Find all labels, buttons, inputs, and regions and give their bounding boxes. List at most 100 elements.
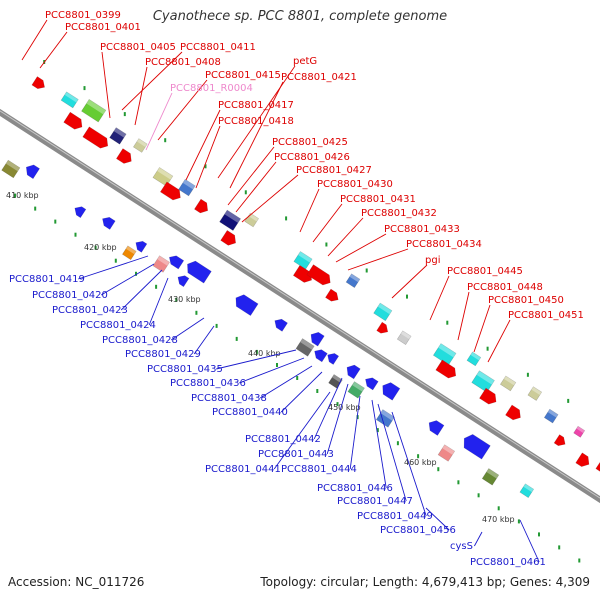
gene-arrow (169, 255, 185, 270)
gene-label-reverse: PCC8801_0436 (170, 378, 246, 389)
gc-tick (244, 190, 247, 195)
topology-label: Topology: circular; Length: 4,679,413 bp… (260, 575, 590, 589)
scale-tick-label: 420 kbp (84, 243, 117, 252)
gene-label-reverse: PCC8801_0444 (281, 464, 357, 475)
gene-box-shine (298, 251, 313, 263)
gc-tick (365, 268, 368, 273)
gene-arrow (479, 387, 497, 405)
gene-feature (543, 408, 559, 424)
gene-label-forward: PCC8801_0434 (406, 239, 482, 250)
gene-box (471, 370, 495, 393)
gene-feature (292, 265, 312, 283)
gene-label-reverse: PCC8801_0449 (357, 511, 433, 522)
label-leader-line (185, 109, 221, 181)
gene-arrow (116, 148, 132, 164)
gene-label-forward: PCC8801_0421 (281, 72, 357, 83)
gene-box-shine (136, 138, 148, 147)
gene-arrow (82, 126, 109, 149)
gene-arrow (220, 230, 236, 246)
gc-tick (406, 294, 408, 299)
gc-tick (155, 284, 158, 289)
gene-label-reverse: PCC8801_0423 (52, 305, 128, 316)
gene-label-forward: PCC8801_0418 (218, 116, 294, 127)
gene-box-shine (157, 255, 170, 266)
gene-arrow (428, 420, 445, 436)
gc-tick (235, 336, 238, 341)
gc-tick (316, 389, 319, 393)
gene-arrow (595, 458, 600, 473)
label-leader-line (312, 203, 343, 243)
label-leader-line (195, 125, 221, 189)
scale-tick-label: 410 kbp (6, 191, 39, 200)
gene-label-reverse: PCC8801_0435 (147, 364, 223, 375)
gene-feature (293, 251, 313, 270)
gene-box-shine (442, 444, 455, 455)
gc-tick (457, 480, 460, 485)
gc-tick (123, 112, 126, 117)
gene-label-forward: PCC8801_0425 (272, 137, 348, 148)
gene-feature (295, 338, 315, 357)
gene-label-reverse: PCC8801_0428 (102, 335, 178, 346)
gene-label-reverse: PCC8801_0424 (80, 320, 156, 331)
genome-backbone-highlight (0, 110, 600, 499)
gene-label-reverse: PCC8801_0461 (470, 557, 546, 568)
gene-label-forward: pgi (425, 255, 440, 266)
gene-feature (345, 273, 361, 288)
gene-label-reverse: PCC8801_0419 (9, 274, 85, 285)
gene-box-shine (157, 167, 173, 180)
gc-tick (376, 428, 379, 433)
gc-tick (94, 245, 97, 250)
scale-tick-label: 460 kbp (404, 458, 437, 467)
gene-label-forward: PCC8801_R0004 (170, 83, 253, 94)
gene-box (1, 159, 21, 179)
label-leader-line (157, 79, 208, 141)
gc-tick (204, 164, 207, 169)
gc-tick (175, 297, 178, 302)
gene-feature (595, 458, 600, 473)
gene-feature (235, 294, 259, 316)
gc-tick (164, 138, 167, 143)
accession-label: Accession: NC_011726 (8, 575, 145, 589)
scale-tick-label: 470 kbp (482, 515, 515, 524)
gene-arrow (365, 377, 379, 391)
gene-feature (347, 381, 365, 399)
gene-feature (466, 351, 482, 367)
gene-label-forward: PCC8801_0426 (274, 152, 350, 163)
label-leader-line (425, 507, 450, 531)
gene-arrow (435, 359, 457, 379)
gc-tick (567, 398, 570, 403)
gene-box (122, 245, 137, 261)
gene-label-forward: PCC8801_0430 (317, 179, 393, 190)
gene-feature (471, 370, 495, 393)
gene-box-shine (86, 99, 106, 115)
gene-label-forward: PCC8801_0417 (218, 100, 294, 111)
gene-box (519, 483, 535, 498)
label-leader-line (145, 92, 173, 151)
gene-feature (169, 255, 185, 270)
gene-feature (463, 434, 491, 460)
label-leader-line (457, 291, 470, 341)
gene-feature (25, 164, 40, 180)
gene-feature (519, 483, 535, 498)
gc-tick (497, 506, 500, 511)
gene-label-forward: PCC8801_0432 (361, 208, 437, 219)
gene-feature (346, 364, 361, 380)
gene-box-shine (531, 386, 542, 396)
gene-feature (505, 404, 521, 421)
label-leader-line (349, 395, 361, 470)
gc-tick (538, 532, 540, 537)
gene-box-shine (349, 273, 360, 283)
gene-arrow (325, 288, 339, 302)
gc-tick (296, 376, 299, 380)
gc-tick (255, 349, 258, 354)
gene-box-shine (5, 160, 20, 172)
gene-label-forward: PCC8801_0448 (467, 282, 543, 293)
gene-feature (122, 245, 137, 261)
gene-label-reverse: PCC8801_0442 (245, 434, 321, 445)
gene-feature (82, 126, 109, 149)
gc-tick (417, 454, 420, 459)
gene-arrow (135, 240, 148, 253)
gene-feature (152, 255, 170, 273)
